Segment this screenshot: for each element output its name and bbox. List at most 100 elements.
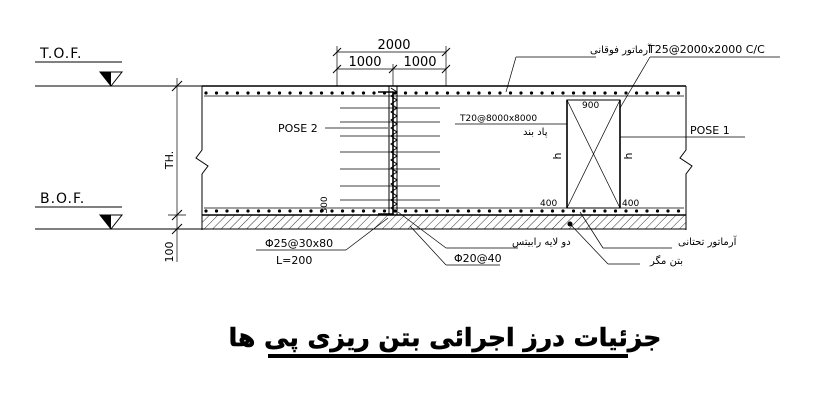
left-half-label: 1000	[348, 55, 381, 70]
rebar-dot	[288, 91, 292, 95]
rebar-dot	[214, 209, 219, 213]
overall-width-label: 2000	[377, 38, 410, 53]
right-half-label: 1000	[403, 55, 436, 70]
rebar-dot	[655, 209, 660, 213]
rebar-dot	[529, 91, 534, 95]
rebar-dot	[382, 209, 387, 213]
level-marker-bottom: B.O.F.	[35, 191, 202, 230]
rebar-dot	[613, 91, 618, 95]
rebar-dot	[529, 209, 534, 213]
rebar-dot	[508, 209, 513, 213]
chair-callout: T20@8000x8000 پاد بند	[455, 114, 567, 138]
rebar-dot	[351, 209, 355, 213]
rebar-dot	[403, 91, 408, 95]
box-bottom-left-dimension: 400	[540, 199, 557, 209]
rebar-dot	[582, 209, 586, 213]
rebar-dot	[466, 91, 471, 95]
rebar-dot	[603, 91, 607, 95]
rebar-dot	[655, 91, 660, 95]
rebar-dot	[561, 209, 565, 213]
rebar-dot	[277, 91, 282, 95]
rebar-dot	[340, 209, 345, 213]
rebar-dot	[519, 209, 523, 213]
bottom-reinforcement-callout: آرماتور تحتانی	[579, 211, 738, 249]
rebar-dot	[645, 209, 649, 213]
rebar-dot	[582, 91, 586, 95]
construction-joint	[378, 86, 398, 215]
rebar-dot	[235, 209, 240, 213]
rebar-dot	[256, 91, 261, 95]
rebar-dot	[351, 91, 355, 95]
lean-concrete-callout: بتن مگر	[567, 221, 683, 267]
rebar-dot	[519, 91, 523, 95]
thickness-dimension: TH. 100	[163, 78, 186, 263]
rebar-dot	[634, 209, 639, 213]
rebar-dot	[225, 209, 229, 213]
rebar-dot	[624, 91, 628, 95]
rebar-dot	[508, 91, 513, 95]
rebar-dot	[487, 209, 492, 213]
pose-1-callout: POSE 1	[620, 124, 745, 138]
h-left-label: h	[551, 152, 564, 159]
box-top-dimension: 900	[582, 101, 599, 111]
rebar-dot	[330, 91, 334, 95]
foundation-slab	[195, 85, 693, 230]
rebar-dot	[267, 209, 271, 213]
level-bottom-label: B.O.F.	[40, 191, 85, 207]
rebar-dot	[645, 91, 649, 95]
bottom-rebar-row	[204, 209, 681, 213]
rebar-dot	[414, 209, 418, 213]
top-dimensions: 2000 1000 1000	[332, 38, 451, 86]
rebar-dot	[246, 91, 250, 95]
rebar-dot	[330, 209, 334, 213]
h-right-label: h	[622, 152, 635, 159]
dowel-callout: Φ25@30x80 L=200	[256, 217, 389, 267]
rebar-dot	[603, 209, 607, 213]
blinding-thickness-label: 100	[163, 242, 176, 263]
rebar-dot	[204, 91, 208, 95]
rebar-dot	[435, 91, 439, 95]
rebar-dot	[214, 91, 219, 95]
level-marker-top: T.O.F.	[35, 46, 202, 87]
phi-callout: Φ20@40	[409, 225, 502, 266]
rebar-dot	[424, 209, 429, 213]
rebar-dot	[267, 91, 271, 95]
rebar-dot	[477, 91, 481, 95]
rebar-dot	[466, 209, 471, 213]
double-layer-label: دو لایه رابیتس	[512, 237, 571, 248]
rebar-dot	[235, 91, 240, 95]
phi-spec-label: Φ20@40	[454, 252, 502, 265]
rebar-dot	[277, 209, 282, 213]
rebar-dot	[319, 209, 324, 213]
rebar-dot	[498, 91, 502, 95]
rebar-dot	[298, 91, 303, 95]
chair-support: 900 400 400 h h	[540, 99, 639, 209]
rebar-dot	[613, 209, 618, 213]
rebar-dot	[204, 209, 208, 213]
level-top-label: T.O.F.	[39, 46, 83, 62]
rebar-dot	[256, 209, 261, 213]
rebar-dot	[361, 91, 366, 95]
rebar-dot	[666, 209, 670, 213]
rebar-dot	[550, 209, 555, 213]
rebar-dot	[666, 91, 670, 95]
rebar-dot	[309, 209, 313, 213]
rebar-dot	[414, 91, 418, 95]
rebar-dot	[361, 209, 366, 213]
rebar-dot	[540, 209, 544, 213]
chair-name-label: پاد بند	[523, 127, 548, 138]
rebar-dot	[456, 209, 460, 213]
lap-dimension: 300	[320, 196, 330, 213]
rebar-dot	[403, 209, 408, 213]
rebar-dot	[340, 91, 345, 95]
rebar-dot	[676, 91, 681, 95]
rebar-dot	[592, 91, 597, 95]
top-reinforcement-label: آرماتور فوقانی	[590, 43, 652, 56]
rebar-dot	[372, 91, 376, 95]
pose-1-label: POSE 1	[690, 124, 730, 137]
dowel-spec-label: Φ25@30x80	[265, 237, 333, 250]
rebar-dot	[288, 209, 292, 213]
chair-spec-label: T20@8000x8000	[459, 114, 537, 124]
rebar-dot	[372, 209, 376, 213]
